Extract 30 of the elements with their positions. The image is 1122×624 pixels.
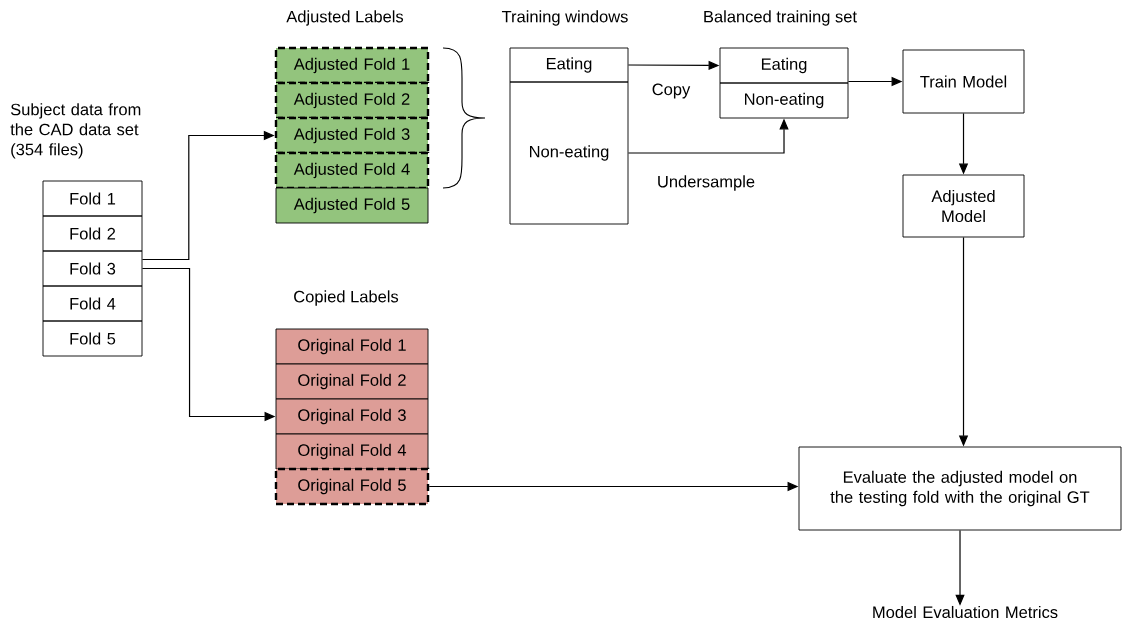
adjusted-fold-box: Adjusted Fold 3: [274, 116, 430, 155]
process-box: Adjusted Model: [902, 174, 1025, 238]
heading: Training windows: [501, 10, 628, 26]
fold-box: Fold 2: [42, 215, 143, 252]
non-eating-box: Non-eating: [719, 82, 849, 119]
heading: Copied Labels: [294, 290, 399, 306]
heading: Balanced training set: [704, 10, 857, 26]
fold-box: Fold 1: [42, 180, 143, 217]
non-eating-box: Non-eating: [509, 81, 629, 225]
fold-box: Fold 5: [42, 320, 143, 357]
adjusted-fold-box: Adjusted Fold 5: [275, 187, 429, 224]
adjusted-fold-box: Adjusted Fold 1: [274, 46, 430, 85]
adjusted-fold-box: Adjusted Fold 4: [274, 151, 430, 190]
original-fold-box: Original Fold 3: [275, 398, 429, 435]
adjusted-fold-box: Adjusted Fold 2: [274, 81, 430, 120]
edge-label: Copy: [650, 82, 692, 100]
process-box: Evaluate the adjusted model on the testing fold with the original GT: [798, 446, 1122, 531]
original-fold-box: Original Fold 1: [275, 328, 429, 365]
output-text: Model Evaluation Metrics: [873, 605, 1058, 619]
original-fold-box: Original Fold 5: [274, 467, 430, 506]
heading: Subject data from the CAD data set (354 files): [10, 103, 141, 159]
eating-box: Eating: [509, 47, 629, 83]
fold-box: Fold 4: [42, 285, 143, 322]
heading: Adjusted Labels: [286, 10, 404, 26]
eating-box: Eating: [719, 47, 849, 84]
original-fold-box: Original Fold 4: [275, 433, 429, 470]
process-box: Train Model: [902, 49, 1025, 114]
fold-box: Fold 3: [42, 250, 143, 287]
edge-label: Undersample: [655, 174, 757, 192]
original-fold-box: Original Fold 2: [275, 363, 429, 400]
